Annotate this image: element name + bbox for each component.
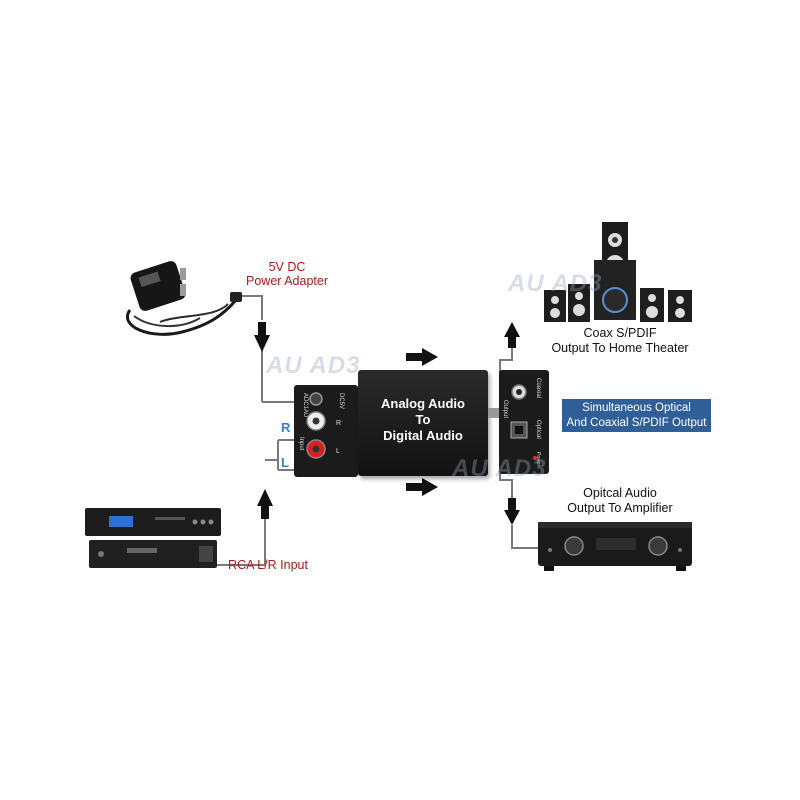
power-label-line1: 5V DC <box>268 260 306 274</box>
dc-jack-icon <box>309 392 323 406</box>
rca-split-line <box>265 439 300 471</box>
converter-title-line2: To <box>415 412 431 427</box>
power-label-line2: Power Adapter <box>246 274 328 288</box>
output-coaxial-text: Coaxial <box>535 378 541 398</box>
flow-arrow-bottom-shaft <box>406 483 423 491</box>
coax-label-line2: Output To Home Theater <box>551 341 689 355</box>
converter-title-line3: Digital Audio <box>383 428 463 443</box>
optical-label-line1: Opitcal Audio <box>583 486 657 500</box>
power-arrow-shaft <box>258 322 266 336</box>
watermark-top-right: AU AD3 <box>508 270 603 297</box>
flow-arrow-top-icon <box>422 348 438 366</box>
output-power-text: Power <box>535 452 541 467</box>
coax-arrow-up-icon <box>504 322 520 337</box>
side-label-r: R <box>281 420 291 435</box>
amplifier-icon <box>538 522 692 571</box>
optical-arrow-shaft <box>508 498 516 511</box>
input-panel-ports: ADC1AU DC5V Input R L <box>298 392 344 459</box>
output-panel-ports: Output Coaxial Optical Power <box>502 378 541 467</box>
amp-feed-line <box>511 525 540 549</box>
callout-line1: Simultaneous Optical <box>582 402 691 414</box>
rca-arrow-shaft <box>261 505 269 519</box>
input-model-text: ADC1AU <box>302 393 308 417</box>
converter-input-panel: ADC1AU DC5V Input R L <box>294 385 358 477</box>
power-adapter-icon <box>126 261 242 336</box>
input-r-text: R <box>336 420 341 427</box>
power-led-icon <box>533 456 537 460</box>
converter-title-line1: Analog Audio <box>380 396 465 411</box>
coax-label-line1: Coax S/PDIF <box>583 326 657 340</box>
converter-box: Analog Audio To Digital Audio <box>358 370 488 476</box>
side-label-l: L <box>281 455 289 470</box>
input-input-text: Input <box>298 437 304 451</box>
power-cable-line <box>238 295 263 320</box>
watermark-bottom: AU AD3 <box>452 455 547 482</box>
flow-arrow-top-shaft <box>406 353 423 361</box>
optical-arrow-down-icon <box>504 510 520 525</box>
converter-connector-stub <box>488 408 500 418</box>
input-l-text: L <box>336 448 340 455</box>
optical-label-line2: Output To Amplifier <box>567 501 673 515</box>
watermark-left: AU AD3 <box>266 352 361 379</box>
callout-line2: And Coaxial S/PDIF Output <box>566 417 707 429</box>
home-theater-speakers-icon <box>544 222 692 322</box>
rca-arrow-up-icon <box>257 489 273 506</box>
rca-input-label: RCA L/R Input <box>228 558 308 572</box>
input-dc-text: DC5V <box>338 393 344 409</box>
output-optical-text: Optical <box>535 420 541 439</box>
simultaneous-output-callout: Simultaneous Optical And Coaxial S/PDIF … <box>562 399 711 432</box>
converter-output-panel: Output Coaxial Optical Power <box>499 370 549 474</box>
coax-arrow-shaft <box>508 336 516 348</box>
output-output-text: Output <box>502 400 508 418</box>
cd-player-icon <box>85 508 221 568</box>
flow-arrow-bottom-icon <box>422 478 438 496</box>
power-arrow-down-icon <box>254 335 270 352</box>
